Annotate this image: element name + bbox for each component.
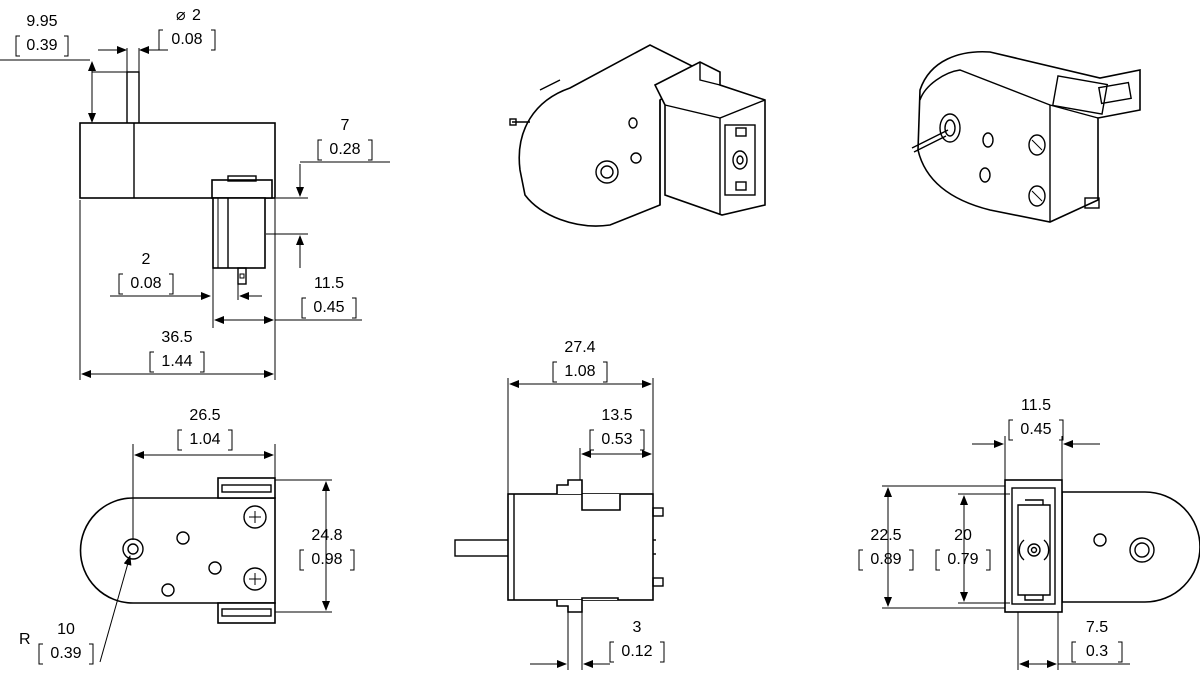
label-shaft-diameter: ⌀ 2 0.08 [158, 7, 216, 51]
side-shaft [454, 539, 511, 557]
label-plate-height: 24.8 0.98 [299, 527, 355, 571]
label-mm: 27.4 [564, 339, 595, 356]
label-shaft-offset: 9.95 0.39 [15, 13, 69, 57]
label-mm: 7 [341, 117, 350, 134]
label-in: 0.89 [870, 551, 901, 568]
label-mm: 2 [142, 251, 151, 268]
label-gearbox-depth: 13.5 0.53 [589, 407, 645, 451]
label-side-depth: 27.4 1.08 [552, 339, 608, 383]
label-mm: 13.5 [601, 407, 632, 424]
shaft [126, 71, 140, 125]
label-terminal-tab: 2 0.08 [118, 251, 174, 295]
label-in: 0.45 [313, 299, 344, 316]
label-in: 0.79 [947, 551, 978, 568]
terminal-pin [237, 267, 247, 285]
label-in: 0.28 [329, 141, 360, 158]
terminal-housing [211, 179, 273, 199]
isometric-view-rear [911, 50, 1141, 223]
label-in: 0.3 [1086, 643, 1108, 660]
label-mm: 11.5 [1021, 397, 1051, 414]
label-in: 0.98 [311, 551, 342, 568]
label-in: 1.04 [189, 431, 220, 448]
label-mm: 24.8 [311, 527, 342, 544]
side-view [454, 378, 664, 670]
label-in: 0.53 [601, 431, 632, 448]
label-in: 1.08 [564, 363, 595, 380]
label-prefix: ⌀ [176, 7, 186, 24]
dimension-labels: 9.95 0.39 ⌀ 2 0.08 7 0.28 2 0.08 11.5 0.… [15, 7, 1123, 665]
label-mm: 26.5 [189, 407, 220, 424]
label-mm: 11.5 [314, 275, 344, 292]
label-prefix: R [19, 631, 31, 648]
label-in: 0.39 [50, 645, 81, 662]
gear-plate [79, 497, 276, 604]
label-mm: 10 [57, 621, 75, 638]
label-mm: 2 [192, 7, 201, 24]
label-mm: 22.5 [870, 527, 901, 544]
label-in: 0.08 [171, 31, 202, 48]
label-tab-thickness: 3 0.12 [609, 619, 665, 663]
label-in: 0.45 [1020, 421, 1051, 438]
label-mm: 36.5 [161, 329, 192, 346]
label-overall-length: 36.5 1.44 [149, 329, 205, 373]
rear-view [882, 436, 1200, 670]
label-plate-length: 26.5 1.04 [177, 407, 233, 451]
label-mm: 20 [954, 527, 972, 544]
isometric-view-front [509, 44, 766, 227]
label-mm: 9.95 [26, 13, 57, 30]
label-connector-outer: 22.5 0.89 [858, 527, 914, 571]
label-in: 0.39 [26, 37, 57, 54]
label-in: 0.08 [130, 275, 161, 292]
label-terminal-height: 7 0.28 [317, 117, 373, 161]
connector [1004, 479, 1063, 613]
label-in: 0.12 [621, 643, 652, 660]
label-terminal-width-side: 11.5 0.45 [301, 275, 357, 319]
label-mm: 7.5 [1086, 619, 1108, 636]
label-radius: R 10 0.39 [19, 621, 94, 665]
front-view [79, 444, 332, 663]
label-connector-inner: 20 0.79 [935, 527, 991, 571]
label-in: 1.44 [161, 353, 192, 370]
label-mm: 3 [633, 619, 642, 636]
top-view [0, 46, 390, 380]
label-connector-width: 11.5 0.45 [1008, 397, 1064, 441]
label-connector-bottom: 7.5 0.3 [1071, 619, 1123, 663]
